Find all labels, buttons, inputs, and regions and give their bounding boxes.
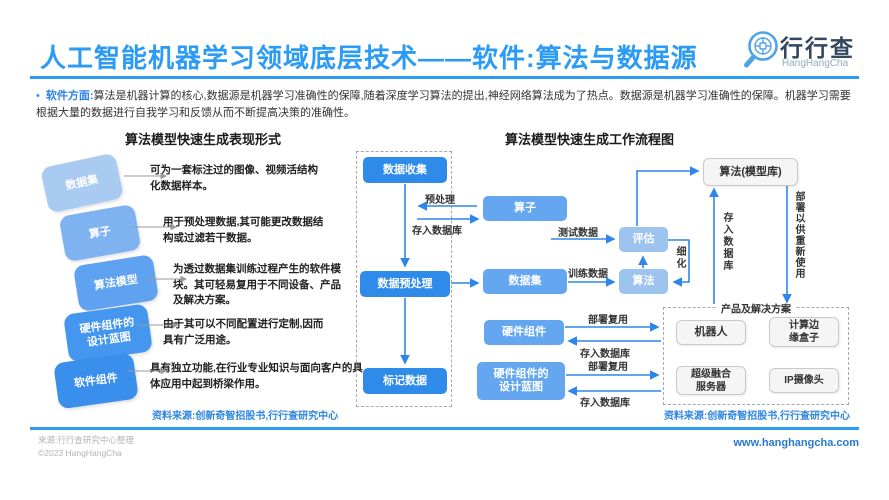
footer-source: 来源:行行查研究中心整理 — [38, 435, 134, 445]
edge-preprocess: 预处理 — [425, 195, 455, 206]
edge-deploy-copy-1: 部署复用 — [588, 315, 628, 326]
edge-deploy-copy-2: 部署复用 — [588, 362, 628, 373]
stair-label: 算子 — [88, 225, 112, 241]
node-label-data: 标记数据 — [363, 368, 447, 394]
page-title: 人工智能机器学习领域底层技术——软件:算法与数据源 — [40, 43, 698, 73]
node-ip-camera: IP摄像头 — [769, 368, 839, 393]
node-label: 硬件组件的设计蓝图 — [493, 368, 549, 393]
intro-label: 软件方面: — [45, 90, 94, 102]
node-label: 硬件组件 — [502, 326, 546, 338]
node-label: 算法 — [632, 275, 655, 287]
stair-box-dataset: 数据集 — [40, 152, 124, 214]
footer-divider — [30, 427, 859, 430]
node-label: 数据预处理 — [377, 277, 433, 290]
node-label: 标记数据 — [383, 374, 427, 387]
brand-subtitle: HangHangCha — [782, 58, 849, 69]
stair-box-hw-blueprint: 硬件组件的设计蓝图 — [63, 303, 153, 363]
node-edge-box: 计算边缘盒子 — [769, 317, 839, 347]
edge-store-db: 存入数据库 — [412, 226, 462, 237]
title-divider — [30, 76, 859, 79]
node-model-library: 算法(模型库) — [703, 158, 798, 186]
left-section-title: 算法模型快速生成表现形式 — [125, 132, 282, 147]
bullet-icon: • — [36, 90, 40, 102]
node-evaluate: 评估 — [619, 227, 668, 252]
stair-label: 软件组件 — [73, 371, 119, 391]
node-data-preprocess: 数据预处理 — [360, 271, 450, 297]
node-hyper-server: 超级融合服务器 — [676, 366, 746, 395]
node-operator: 算子 — [483, 196, 567, 221]
stair-desc-dataset: 可为一套标注过的图像、视频活结构化数据样本。 — [150, 164, 318, 192]
edge-test-data: 测试数据 — [558, 228, 598, 239]
stair-box-operator: 算子 — [58, 203, 142, 263]
node-label: 机器人 — [694, 326, 728, 338]
products-label: 产品及解决方案 — [717, 300, 795, 316]
magnifier-coin-icon — [744, 31, 778, 68]
edge-deploy-reuse: 部署以供重新使用 — [793, 191, 804, 279]
node-label: 评估 — [632, 233, 655, 245]
products-dashed-container: 产品及解决方案 — [663, 300, 849, 405]
node-dataset: 数据集 — [483, 269, 567, 294]
edge-store-db-3: 存入数据库 — [580, 398, 630, 409]
stair-label: 硬件组件的设计蓝图 — [78, 316, 136, 349]
stair-desc-sw-component: 具有独立功能,在行业专业知识与面向客户的具体应用中起到桥梁作用。 — [150, 362, 363, 390]
edge-store-db-vertical: 存入数据库 — [721, 212, 732, 272]
stair-box-algo-model: 算法模型 — [72, 254, 160, 312]
node-data-collect: 数据收集 — [363, 157, 447, 183]
pipeline-dashed-container — [356, 151, 452, 407]
node-label: 算法(模型库) — [719, 165, 782, 178]
website-link[interactable]: www.hanghangcha.com — [733, 437, 860, 449]
flowchart-title: 算法模型快速生成工作流程图 — [505, 132, 675, 147]
edge-refine: 细化 — [674, 246, 685, 270]
brand-name: 行行查 — [780, 35, 855, 61]
left-source: 资料来源:创新奇智招股书,行行查研究中心 — [152, 411, 339, 422]
node-label: 数据集 — [508, 275, 542, 287]
node-algorithm: 算法 — [619, 269, 668, 294]
node-label: IP摄像头 — [784, 375, 824, 386]
stair-desc-hw-blueprint: 由于其可以不同配置进行定制,因而具有广泛用途。 — [163, 318, 324, 346]
stair-label: 数据集 — [64, 173, 100, 193]
intro-paragraph: • 软件方面:算法是机器计算的核心,数据源是机器学习准确性的保障,随着深度学习算法… — [36, 88, 856, 122]
stair-label: 算法模型 — [93, 273, 139, 293]
intro-text: 算法是机器计算的核心,数据源是机器学习准确性的保障,随着深度学习算法的提出,神经… — [36, 90, 851, 119]
stair-desc-algo-model: 为透过数据集训练过程产生的软件模块。其可轻易复用于不同设备、产品及解决方案。 — [173, 263, 341, 306]
node-label: 数据收集 — [383, 163, 427, 176]
node-label: 计算边缘盒子 — [789, 320, 819, 344]
node-hw-component: 硬件组件 — [484, 320, 564, 345]
node-label: 超级融合服务器 — [691, 368, 731, 393]
footer-copyright: ©2023 HangHangCha — [38, 448, 122, 458]
stair-box-sw-component: 软件组件 — [53, 352, 139, 410]
stair-desc-operator: 用于预处理数据,其可能更改数据结构或过滤若干数据。 — [163, 216, 324, 244]
footer-source-block: 来源:行行查研究中心整理 ©2023 HangHangCha — [38, 434, 134, 460]
node-robot: 机器人 — [676, 320, 746, 345]
edge-store-db-2: 存入数据库 — [580, 349, 630, 360]
brand-logo: 行行查 HangHangCha — [742, 27, 867, 75]
edge-train-data: 训练数据 — [568, 269, 608, 280]
node-hw-blueprint: 硬件组件的设计蓝图 — [477, 362, 565, 400]
node-label: 算子 — [514, 202, 536, 214]
flowchart-source: 资料来源:创新奇智招股书,行行查研究中心 — [663, 411, 850, 422]
